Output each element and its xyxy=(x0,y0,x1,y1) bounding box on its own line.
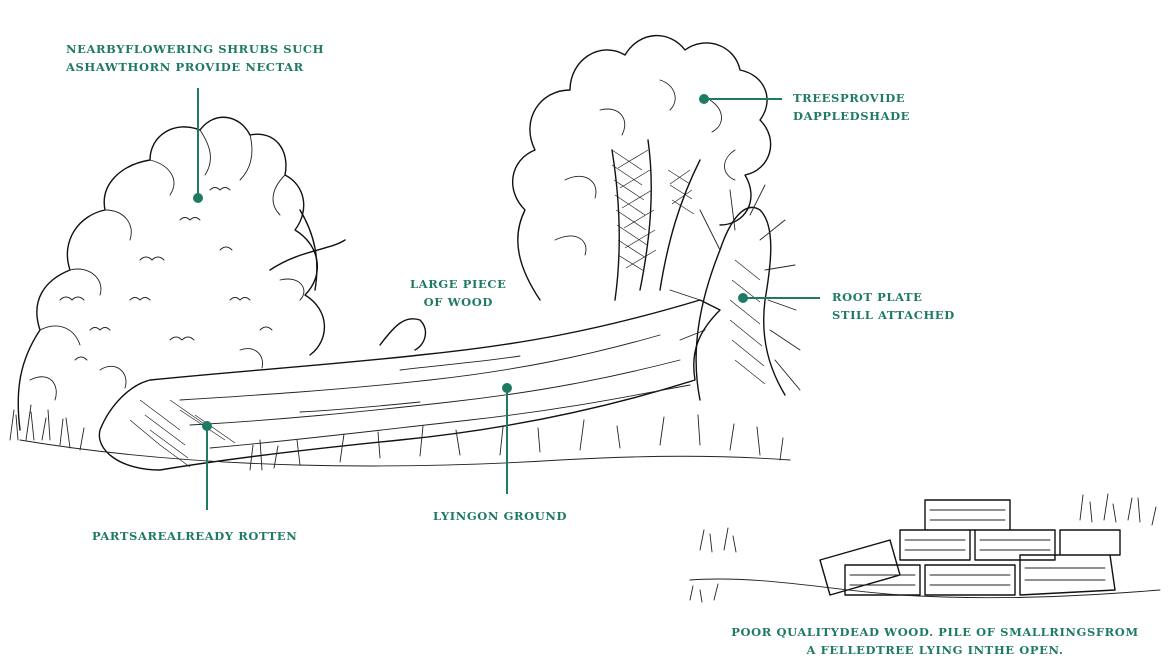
label-root-plate: ROOT PLATE STILL ATTACHED xyxy=(832,288,955,324)
dot-ground xyxy=(502,383,512,393)
label-lying-on-ground: LYINGON GROUND xyxy=(433,507,567,525)
dot-trees xyxy=(699,94,709,104)
flowering-shrubs-sketch xyxy=(18,117,345,430)
label-flowering-shrubs: NEARBYFLOWERING SHRUBS SUCH ASHAWTHORN P… xyxy=(66,40,324,76)
label-trees-shade: TREESPROVIDE DAPPLEDSHADE xyxy=(793,89,910,125)
annotation-leaders xyxy=(193,88,820,510)
grass-sketch xyxy=(10,405,790,470)
root-plate-sketch xyxy=(670,185,800,400)
label-large-piece-wood: LARGE PIECE OF WOOD xyxy=(410,275,506,311)
label-parts-rotten: PARTSAREALREADY ROTTEN xyxy=(92,527,297,545)
fallen-trunk-sketch xyxy=(99,300,720,470)
dot-root xyxy=(738,293,748,303)
log-pile-sketch xyxy=(690,494,1160,602)
dot-rotten xyxy=(202,421,212,431)
dot-shrubs xyxy=(193,193,203,203)
label-log-pile-caption: POOR QUALITYDEAD WOOD. PILE OF SMALLRING… xyxy=(700,623,1170,659)
trees-sketch xyxy=(513,36,771,300)
